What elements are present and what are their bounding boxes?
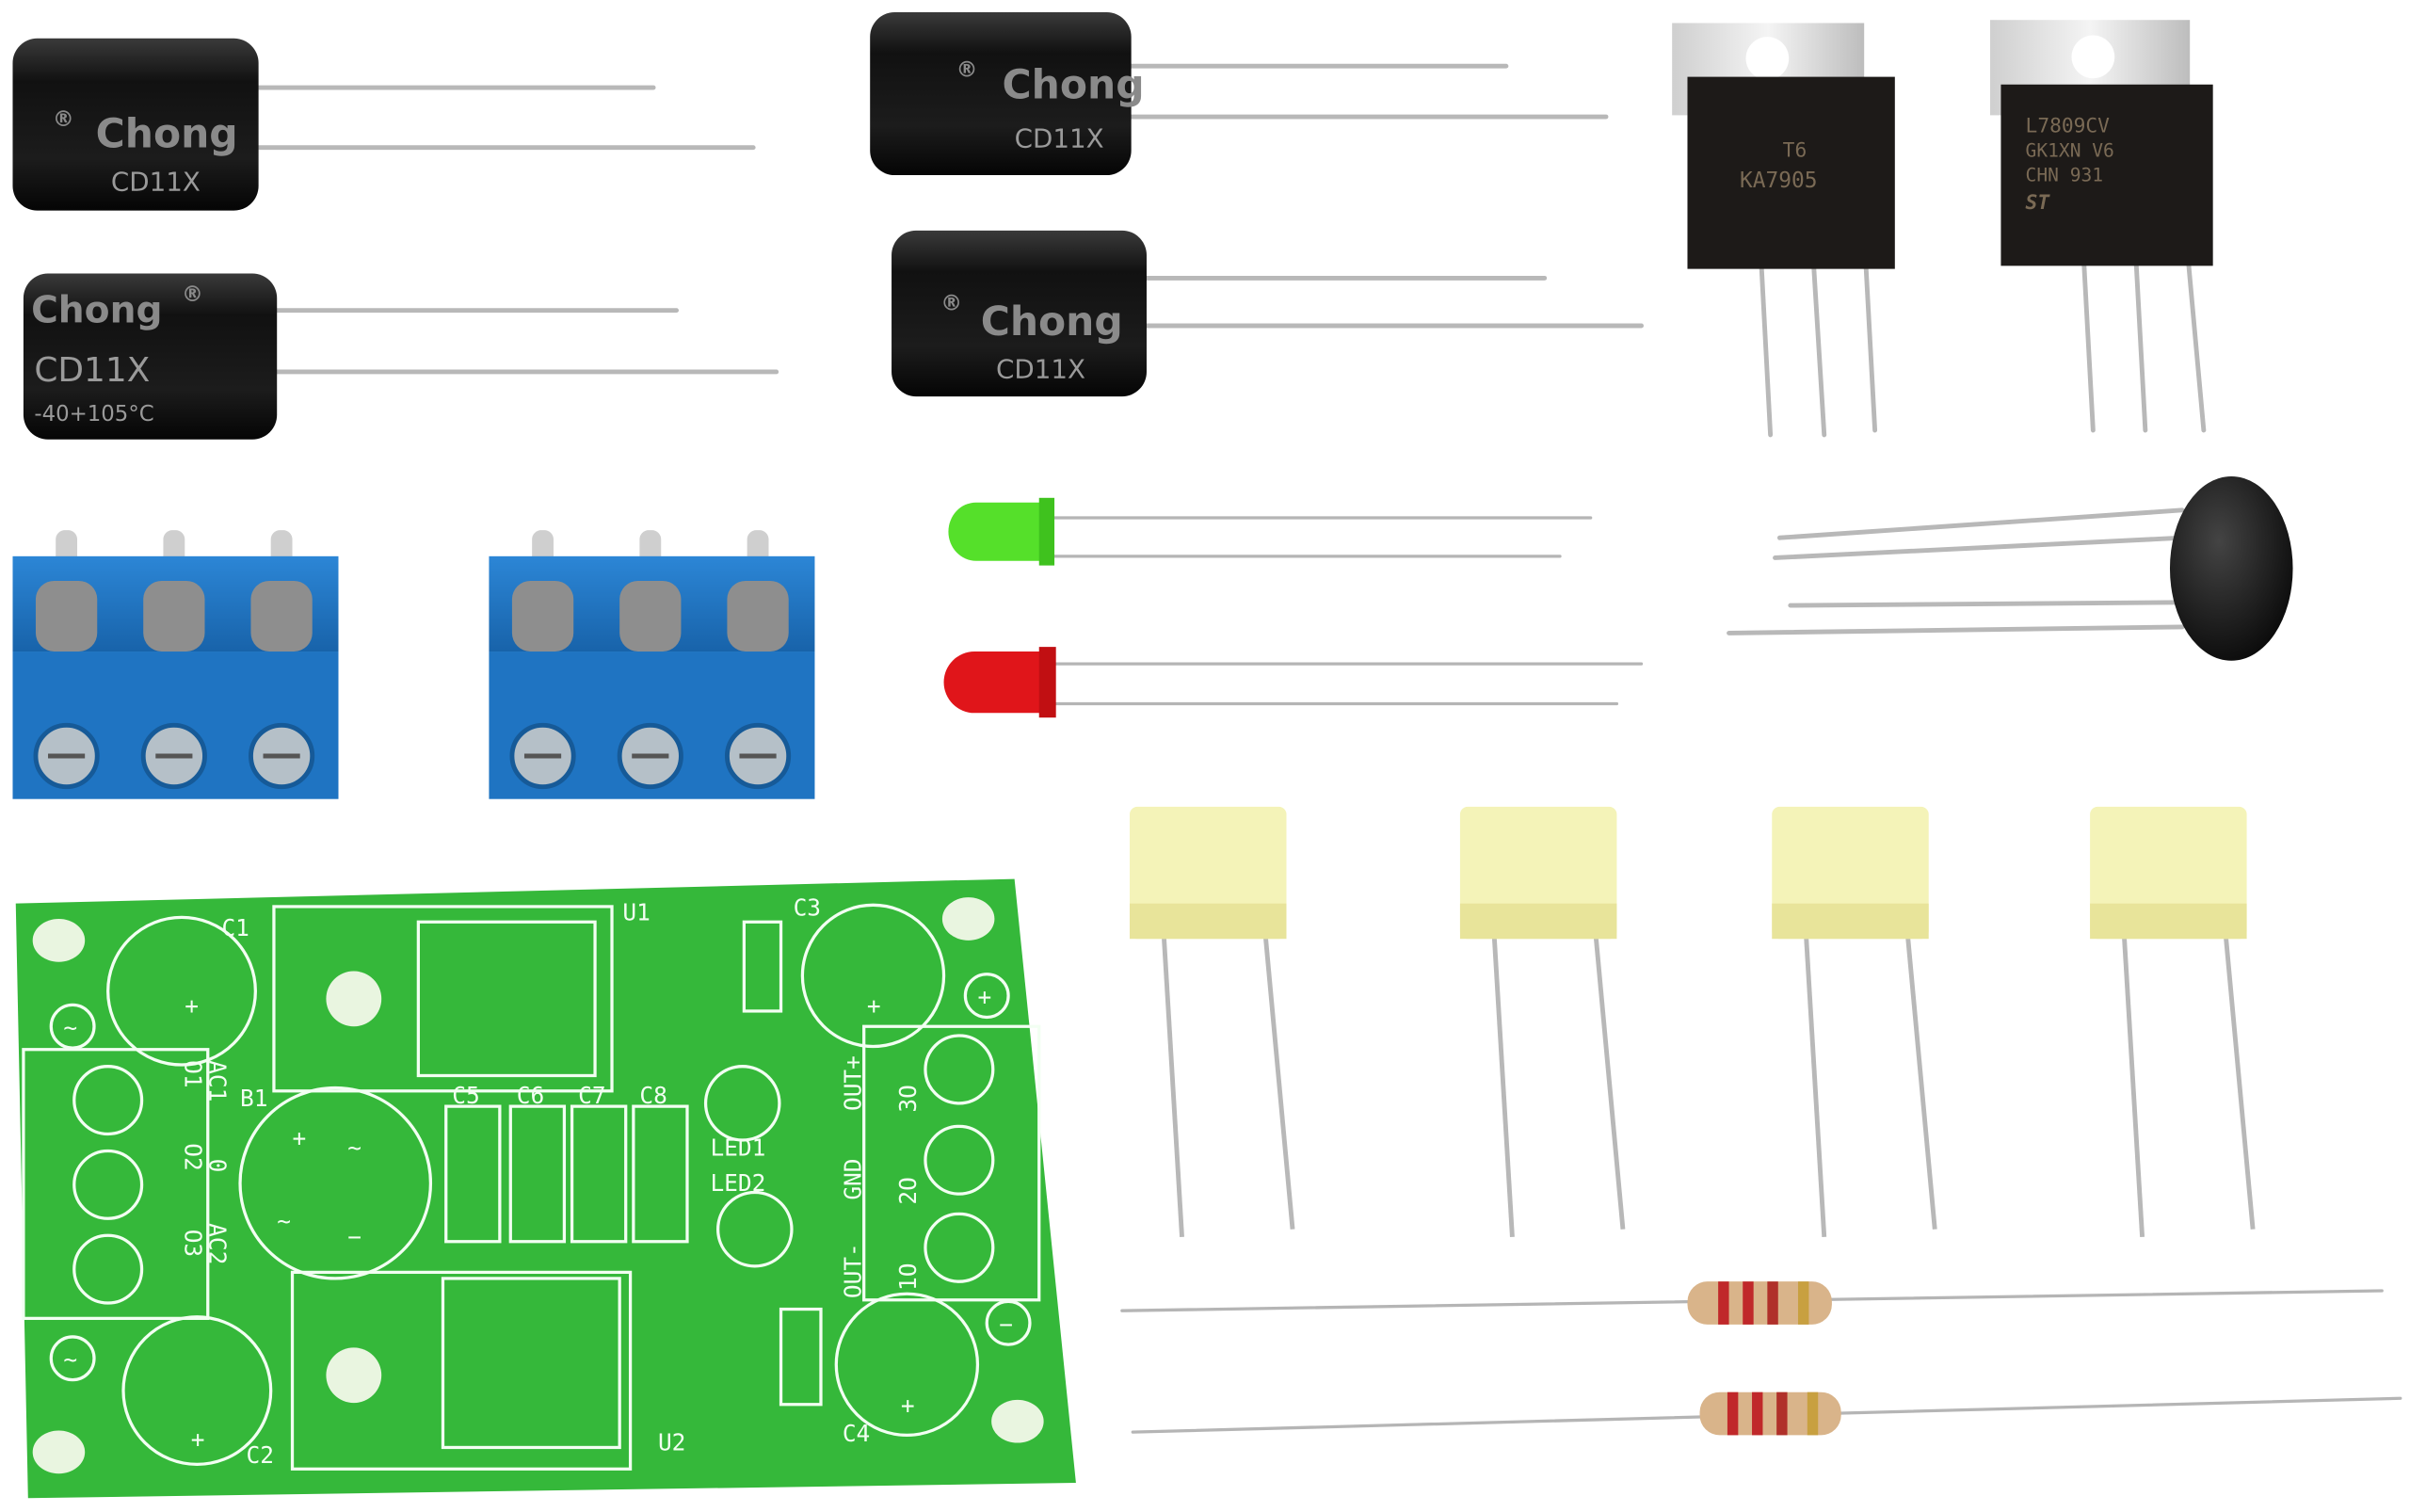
capacitor-registered-mark: ® [940, 292, 962, 316]
terminal-block [12, 530, 339, 799]
capacitor-lead [1262, 929, 1295, 1230]
red-led [943, 647, 1644, 718]
capacitor-registered-mark: ® [956, 58, 978, 83]
pcb-label-bridge-plus: + [293, 1125, 307, 1152]
capacitor-brand: Chong [31, 290, 162, 332]
pcb-label-u1: U1 [622, 899, 650, 926]
pcb-label-led2: LED2 [710, 1169, 765, 1197]
pcb-board: C1 C2 C3 C4 C5 C6 C7 C8 U1 U2 B1 LED1 LE… [15, 878, 1076, 1499]
film-capacitor-base [2090, 903, 2247, 940]
electrolytic-capacitor: Chong ® CD11X [12, 38, 756, 211]
pcb-label-c4: C4 [843, 1420, 870, 1447]
capacitor-lead [2121, 929, 2145, 1237]
capacitor-series: CD11X [996, 354, 1085, 385]
pcb-label-o3: O3 [179, 1230, 206, 1257]
pcb-label-c5: C5 [452, 1082, 479, 1109]
pcb-label-c3: C3 [794, 894, 821, 922]
capacitor-lead [2223, 929, 2256, 1230]
electrolytic-capacitor: Chong ® CD11X [892, 230, 1644, 397]
pcb-label-c1: C1 [221, 914, 249, 941]
pcb-label-pin3: 3O [894, 1085, 922, 1112]
pcb-label-minus-terminal: − [999, 1311, 1013, 1338]
green-led [948, 497, 1593, 566]
wire-clamp [143, 580, 205, 652]
pcb-label-pin2: 2O [894, 1177, 922, 1204]
capacitor-series: CD11X [111, 166, 201, 197]
pcb-label-cap-plus: + [191, 1425, 205, 1453]
regulator-origin-code: CHN 931 [2026, 165, 2104, 186]
capacitor-series: CD11X [34, 351, 150, 390]
pcb-label-ac-symbol: ~ [63, 1346, 77, 1374]
bridge-rectifier [1727, 475, 2293, 661]
regulator-lot-code: GK1XN V6 [2026, 139, 2114, 161]
pcb-label-gnd: GND [839, 1158, 866, 1199]
pcb-label-bridge-minus: − [347, 1223, 362, 1250]
pcb-label-c8: C8 [639, 1082, 667, 1109]
pcb-label-c2: C2 [247, 1441, 274, 1469]
capacitor-brand: Chong [1003, 62, 1145, 108]
wire-clamp [35, 580, 98, 652]
film-capacitor-base [1130, 903, 1287, 940]
capacitor-lead [1491, 929, 1515, 1237]
regulator-part-number: L7809CV [2026, 114, 2111, 137]
voltage-regulator-7905: T6 KA7905 [1672, 23, 1895, 438]
capacitor-brand: Chong [981, 299, 1123, 346]
pcb-label-b1: B1 [240, 1085, 267, 1112]
film-capacitors [1130, 806, 2256, 1237]
pcb-label-c7: C7 [578, 1082, 605, 1109]
pcb-label-bridge-ac: ~ [277, 1208, 291, 1235]
wire-clamp [727, 580, 789, 652]
wire-clamp [619, 580, 682, 652]
pcb-label-o1: O1 [179, 1060, 206, 1087]
regulator-part-number: KA7905 [1740, 169, 1817, 193]
pcb-label-out-plus: OUT+ [839, 1055, 866, 1111]
terminal-block [489, 530, 815, 799]
capacitor-lead [1803, 929, 1827, 1237]
pcb-label-out-minus: OUT- [839, 1243, 866, 1298]
film-capacitor-base [1772, 903, 1929, 940]
capacitor-registered-mark: ® [53, 107, 74, 132]
capacitor-series: CD11X [1015, 123, 1104, 154]
pcb-label-o2: O2 [179, 1143, 206, 1170]
capacitor-lead [1161, 929, 1184, 1237]
film-capacitor-base [1459, 903, 1617, 940]
pcb-label-c6: C6 [517, 1082, 544, 1109]
capacitor-lead [1904, 929, 1937, 1230]
pcb-label-zero: 0 [203, 1159, 231, 1173]
pcb-label-u2: U2 [658, 1429, 685, 1456]
st-logo: ST [2026, 191, 2051, 215]
resistor [1131, 1391, 2402, 1436]
wire-clamp [511, 580, 574, 652]
electrolytic-capacitor: Chong ® CD11X -40+105°C [23, 273, 779, 440]
capacitor-brand: Chong [96, 112, 238, 158]
resistor [1120, 1281, 2384, 1325]
pcb-label-cap-plus: + [867, 992, 881, 1020]
pcb-label-ac1: AC1 [203, 1060, 231, 1102]
electrolytic-capacitor: Chong ® CD11X [870, 12, 1609, 176]
capacitor-registered-mark: ® [182, 282, 203, 307]
pcb-label-cap-plus: + [901, 1392, 915, 1420]
pcb-label-pin1: 1O [894, 1263, 922, 1291]
voltage-regulator-7809: L7809CV GK1XN V6 CHN 931 ST [1990, 20, 2213, 433]
regulator-date-code: T6 [1783, 138, 1808, 162]
pcb-label-cap-plus: + [185, 992, 199, 1020]
pcb-label-ac-symbol: ~ [63, 1014, 77, 1041]
pcb-label-plus-terminal: + [977, 983, 991, 1010]
pcb-label-bridge-ac: ~ [347, 1134, 362, 1161]
pcb-label-led1: LED1 [710, 1134, 765, 1161]
wire-clamp [250, 580, 313, 652]
pcb-label-ac2: AC2 [203, 1223, 231, 1264]
capacitor-lead [1593, 929, 1626, 1230]
capacitor-temp-rating: -40+105°C [34, 402, 153, 426]
